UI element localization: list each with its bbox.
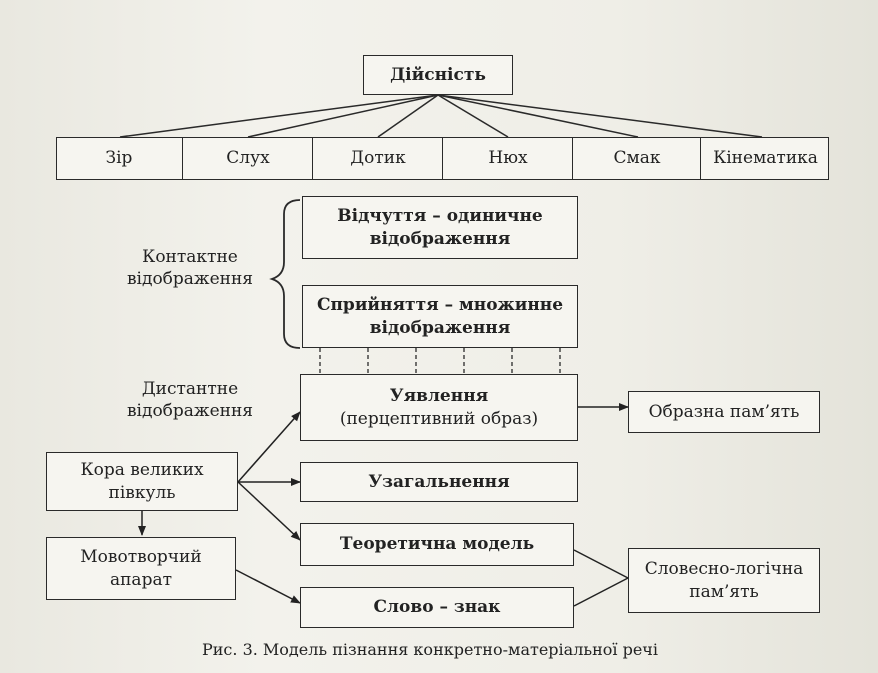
generalization-label: Узагальнення xyxy=(368,471,510,492)
sense-hearing-label: Слух xyxy=(226,148,270,168)
sense-kinematics: Кінематика xyxy=(700,137,830,179)
perception-label: Сприйняття – множинне відображення xyxy=(316,295,564,338)
reality-label: Дійсність xyxy=(390,64,486,85)
generalization-box: Узагальнення xyxy=(300,462,578,502)
sensation-box: Відчуття – одиничне відображення xyxy=(302,196,578,259)
sense-kinematics-label: Кінематика xyxy=(713,148,818,168)
sense-taste-label: Смак xyxy=(613,148,661,168)
sense-touch: Дотик xyxy=(312,137,443,179)
representation-sub: (перцептивний образ) xyxy=(339,408,539,429)
word-sign-box: Слово – знак xyxy=(300,587,574,628)
sense-smell: Нюх xyxy=(442,137,573,179)
reality-box: Дійсність xyxy=(363,55,513,95)
verbal-memory-label: Словесно-логічна пам’ять xyxy=(644,559,804,602)
sense-smell-label: Нюх xyxy=(488,148,528,168)
word-sign-label: Слово – знак xyxy=(373,597,501,618)
figurative-memory-box: Образна пам’ять xyxy=(628,391,820,433)
representation-title: Уявлення xyxy=(389,386,489,407)
sense-vision: Зір xyxy=(56,137,182,179)
sensation-label: Відчуття – одиничне відображення xyxy=(337,206,543,249)
figurative-memory-label: Образна пам’ять xyxy=(648,401,800,422)
representation-box: Уявлення (перцептивний образ) xyxy=(300,374,578,441)
theoretical-model-label: Теоретична модель xyxy=(339,534,535,555)
speech-apparatus-box: Мовотворчий апарат xyxy=(46,537,236,600)
figure-caption: Рис. 3. Модель пізнання конкретно-матері… xyxy=(202,640,658,659)
perception-box: Сприйняття – множинне відображення xyxy=(302,285,578,348)
cortex-label: Кора великих півкуль xyxy=(80,460,204,503)
sense-vision-label: Зір xyxy=(105,148,133,168)
sense-touch-label: Дотик xyxy=(350,148,406,168)
speech-apparatus-label: Мовотворчий апарат xyxy=(80,547,202,590)
contact-label: Контактне відображення xyxy=(126,247,254,290)
sense-hearing: Слух xyxy=(182,137,313,179)
theoretical-model-box: Теоретична модель xyxy=(300,523,574,566)
cortex-box: Кора великих півкуль xyxy=(46,452,238,511)
verbal-memory-box: Словесно-логічна пам’ять xyxy=(628,548,820,613)
sense-taste: Смак xyxy=(572,137,701,179)
distant-label: Дистантне відображення xyxy=(126,379,254,422)
